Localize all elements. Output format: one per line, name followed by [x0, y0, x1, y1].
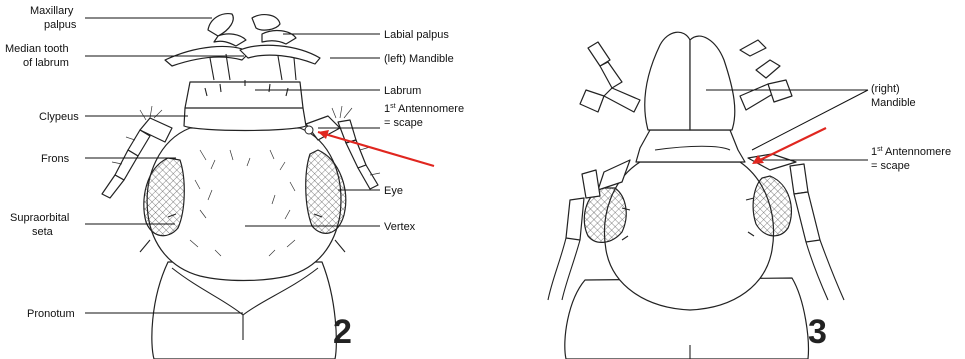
label-supraorbital-1: Supraorbital [10, 212, 69, 224]
label-pronotum: Pronotum [27, 308, 75, 320]
figure-3-number: 3 [808, 313, 827, 351]
labrum-shape-3 [645, 32, 690, 130]
label-frons: Frons [41, 153, 70, 165]
figure-2-red-arrow [318, 130, 434, 166]
head-capsule-3 [604, 162, 773, 310]
label-supraorbital-2: seta [32, 226, 54, 238]
palpus-stems [210, 54, 296, 80]
figure-3-red-arrow [752, 128, 826, 164]
label-maxillary-palpus-1: Maxillary [30, 5, 74, 17]
right-eye [306, 150, 346, 233]
label-maxillary-palpus-2: palpus [44, 19, 77, 31]
figure-2-number: 2 [333, 313, 352, 351]
left-palpus-3 [580, 42, 640, 112]
right-eye-3 [753, 176, 791, 236]
label-clypeus: Clypeus [39, 111, 79, 123]
label-median-tooth-1: Median tooth [5, 43, 69, 55]
right-labial-palpus [252, 15, 280, 30]
label-left-mandible: (left) Mandible [384, 53, 454, 65]
labrum-shape [185, 82, 303, 108]
right-palpus-3 [740, 40, 792, 110]
right-palpus-segment [262, 31, 296, 44]
left-palpus-segment [214, 34, 246, 46]
label-labrum: Labrum [384, 85, 421, 97]
figure-3-drawing [548, 32, 844, 359]
label-scape-3: = scape [871, 160, 910, 172]
right-mandible [240, 45, 320, 64]
right-mandible-3 [690, 36, 735, 130]
left-maxillary-palpus [208, 14, 233, 36]
label-right-2: Mandible [871, 97, 916, 109]
label-eye: Eye [384, 185, 403, 197]
label-labial-palpus: Labial palpus [384, 29, 449, 41]
label-right-1: (right) [871, 83, 900, 95]
figure-3-labels: (right) Mandible 1st Antennomere = scape [871, 83, 951, 172]
figure-2-drawing [102, 14, 380, 359]
label-antennomere-3: 1st Antennomere [871, 146, 951, 158]
label-antennomere-2: 1st Antennomere [384, 103, 464, 115]
label-vertex: Vertex [384, 221, 416, 233]
label-median-tooth-2: of labrum [23, 57, 69, 69]
label-scape-2: = scape [384, 117, 423, 129]
